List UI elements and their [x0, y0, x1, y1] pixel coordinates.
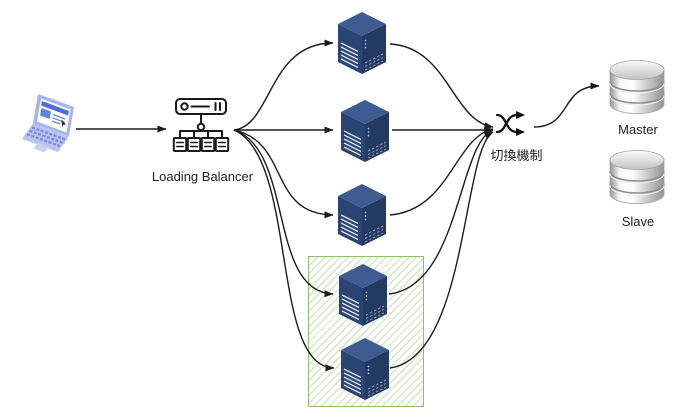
laptop-icon	[22, 90, 96, 165]
edge-switch-master	[533, 82, 600, 128]
server-icon-2	[341, 100, 389, 167]
server-icon-1	[338, 12, 386, 79]
edge-server1-switch	[389, 43, 494, 130]
database-icon-master	[608, 60, 666, 121]
load-balancer-icon	[172, 97, 230, 164]
switch-arrows-icon	[495, 109, 534, 144]
switch-mechanism-label: 切換機制	[490, 148, 543, 163]
server-icon-5	[341, 338, 389, 405]
server-icon-3	[338, 184, 386, 251]
edge-lb-server1	[233, 39, 334, 131]
edge-lb-server5	[233, 129, 335, 372]
edge-server4-switch	[388, 129, 494, 295]
database-icon-slave	[608, 150, 666, 211]
master-db-label: Master	[618, 122, 658, 137]
load-balancer-label: Loading Balancer	[151, 169, 254, 184]
server-icon-4	[339, 264, 387, 331]
edge-lb-server4	[233, 129, 334, 298]
slave-db-label: Slave	[621, 214, 655, 229]
edge-server3-switch	[389, 127, 494, 216]
trackpad	[33, 143, 49, 153]
edge-lb-server3	[233, 129, 334, 219]
cursor-icon	[61, 119, 66, 128]
edge-server5-switch	[389, 131, 494, 369]
